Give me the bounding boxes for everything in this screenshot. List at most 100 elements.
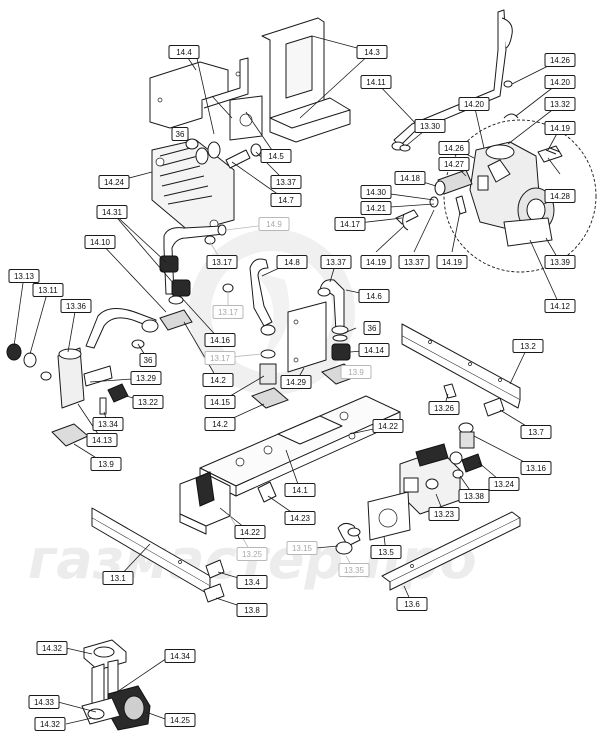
callout-box (270, 193, 302, 207)
pipe-14-10 (85, 308, 159, 349)
callout-label: 14.11 (366, 78, 386, 87)
callout-label: 13.1 (110, 574, 126, 583)
callout-box (338, 563, 370, 577)
callout-label: 13.17 (210, 354, 231, 363)
callout-box (164, 713, 196, 727)
callout-box (204, 417, 236, 431)
callout-label: 14.27 (444, 160, 465, 169)
callout-label: 14.2 (210, 376, 226, 385)
callout-box (8, 269, 40, 283)
callout-label: 13.5 (378, 548, 394, 557)
callout-box (520, 425, 552, 439)
callout-label: 14.26 (444, 144, 465, 153)
callout-box (544, 189, 576, 203)
callout-label: 14.13 (92, 436, 113, 445)
callout-label: 14.22 (378, 422, 399, 431)
callout-box (356, 45, 388, 59)
callout-label: 13.23 (434, 510, 455, 519)
callout-label: 14.30 (366, 188, 387, 197)
callout-label: 14.3 (364, 48, 380, 57)
callout-label: 13.26 (434, 404, 455, 413)
callout-box (512, 339, 544, 353)
callout-label: 13.35 (344, 566, 365, 575)
callout-label: 14.28 (550, 192, 571, 201)
callout-label: 13.22 (138, 398, 159, 407)
callout-box (358, 343, 390, 357)
callout-label: 13.39 (550, 258, 571, 267)
callout-box (204, 351, 236, 365)
callout-label: 14.32 (40, 720, 61, 729)
callout-box (438, 141, 470, 155)
base-plate-14-1 (199, 395, 401, 497)
bracket-14-29 (287, 301, 327, 373)
callout-label: 13.17 (218, 308, 239, 317)
callout-box (320, 255, 352, 269)
callout-box (212, 305, 244, 319)
callout-label: 36 (368, 324, 377, 333)
callout-box (458, 97, 490, 111)
callout-label: 13.25 (242, 550, 263, 559)
callout-label: 14.25 (170, 716, 191, 725)
callout-box (102, 571, 134, 585)
callout-box (236, 603, 268, 617)
callout-box (276, 255, 308, 269)
callout-label: 13.37 (326, 258, 347, 267)
callout-box (34, 717, 66, 731)
callout-label: 13.8 (244, 606, 260, 615)
callout-label: 14.21 (366, 204, 387, 213)
callout-box (96, 205, 128, 219)
callout-box (32, 283, 64, 297)
callout-label: 14.29 (286, 378, 307, 387)
callout-box (372, 419, 404, 433)
callout-box (164, 649, 196, 663)
callout-label: 13.7 (528, 428, 544, 437)
callout-label: 14.10 (90, 238, 111, 247)
valve-group (395, 169, 473, 231)
callout-label: 14.19 (550, 124, 571, 133)
callout-label: 13.17 (212, 258, 233, 267)
callout-box (60, 299, 92, 313)
callout-label: 14.6 (366, 292, 382, 301)
elbow-13-35 (335, 522, 361, 555)
pipe-14-8 (222, 258, 276, 336)
stub-14-7 (225, 149, 251, 169)
callout-label: 14.5 (268, 152, 284, 161)
callout-label: 36 (144, 356, 153, 365)
callout-box (286, 541, 318, 555)
callout-box (544, 121, 576, 135)
callout-box (414, 119, 446, 133)
part-drawings (6, 9, 597, 731)
callout-box (202, 373, 234, 387)
callout-label: 14.2 (212, 420, 228, 429)
pipe-14-9 (163, 224, 227, 295)
callout-label: 14.33 (34, 698, 55, 707)
callout-box (171, 127, 189, 141)
callout-label: 14.7 (278, 196, 294, 205)
callout-label: 36 (176, 130, 185, 139)
callout-box (206, 255, 238, 269)
callout-label: 13.6 (404, 600, 420, 609)
callout-label: 14.19 (442, 258, 463, 267)
callout-label: 14.12 (550, 302, 571, 311)
callout-box (132, 395, 164, 409)
callout-box (544, 255, 576, 269)
bracket-14-4 (149, 57, 249, 129)
callout-label: 14.26 (550, 56, 571, 65)
callout-label: 13.34 (98, 420, 119, 429)
callout-box (260, 149, 292, 163)
callout-box (428, 507, 460, 521)
part-13-22 (107, 383, 129, 403)
callout-label: 14.19 (366, 258, 387, 267)
rail-13-6 (381, 511, 521, 591)
fitting-13-16 (449, 422, 483, 479)
pump-group-outline (443, 119, 597, 273)
callout-label: 14.22 (240, 528, 261, 537)
callout-box (284, 483, 316, 497)
callout-box (428, 401, 460, 415)
callout-box (139, 353, 157, 367)
heat-exchanger-14-24 (151, 139, 235, 233)
clip-13-7 (483, 397, 505, 417)
callout-label: 13.9 (348, 368, 364, 377)
callout-box (236, 547, 268, 561)
